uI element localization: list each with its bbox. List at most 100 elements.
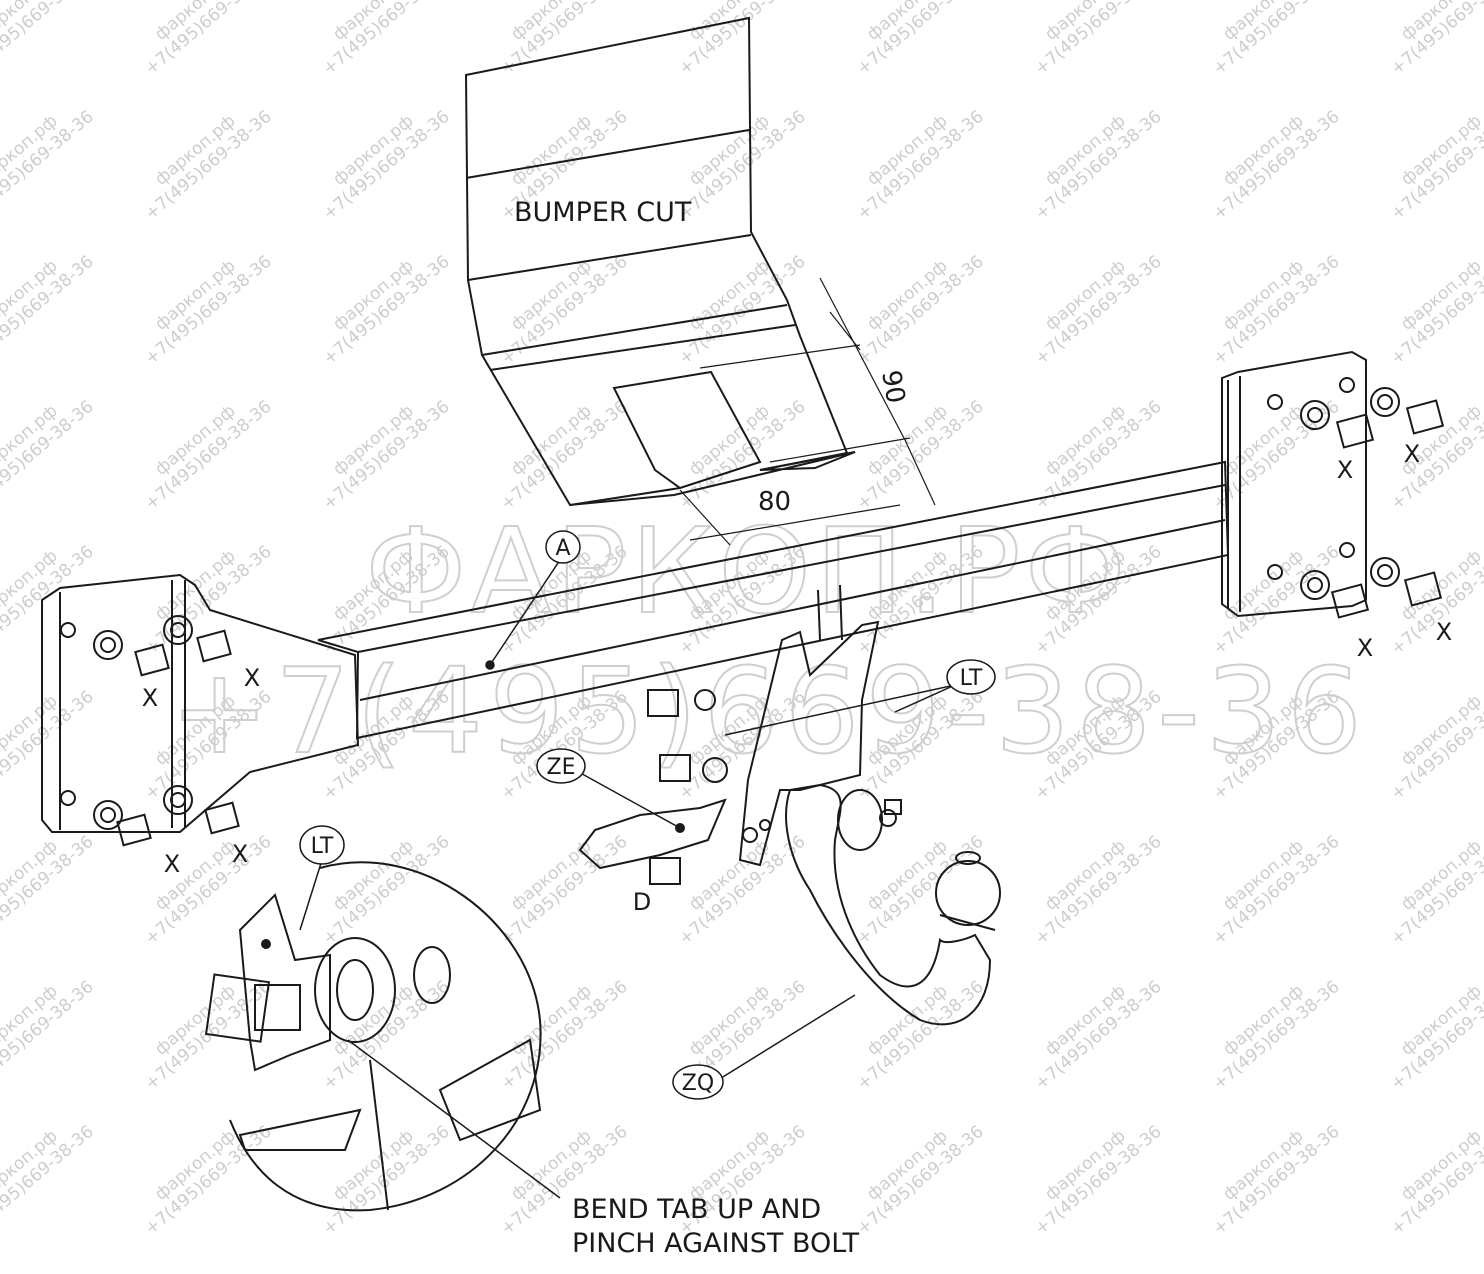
watermark-tile: фаркоп.рф+7(495)669-38-36	[141, 252, 275, 369]
dimension-80: 80	[758, 487, 791, 517]
watermark-tile: фаркоп.рф+7(495)669-38-36	[1031, 107, 1165, 224]
watermark-tile: фаркоп.рф+7(495)669-38-36	[0, 542, 98, 659]
instruction-line-1: BEND TAB UP AND	[572, 1194, 821, 1225]
bolt-label-x: X	[1357, 634, 1373, 662]
watermark-tile: фаркоп.рф+7(495)669-38-36	[1387, 1122, 1484, 1239]
watermark-tile: фаркоп.рф+7(495)669-38-36	[675, 0, 809, 79]
watermark-tile: фаркоп.рф+7(495)669-38-36	[0, 0, 98, 79]
watermark-tile: фаркоп.рф+7(495)669-38-36	[319, 107, 453, 224]
socket-plate	[578, 798, 727, 870]
watermark-tile: фаркоп.рф+7(495)669-38-36	[1209, 542, 1343, 659]
bumper-panel	[464, 16, 856, 507]
watermark-tile: фаркоп.рф+7(495)669-38-36	[141, 0, 275, 79]
bumper-cut-label: BUMPER CUT	[514, 197, 692, 228]
watermark-large-site: ФАРКОП.РФ	[365, 502, 1130, 640]
watermark-tile: фаркоп.рф+7(495)669-38-36	[1387, 542, 1484, 659]
watermark-tile: фаркоп.рф+7(495)669-38-36	[319, 252, 453, 369]
watermark-tile: фаркоп.рф+7(495)669-38-36	[0, 252, 98, 369]
instruction-note: BEND TAB UP AND PINCH AGAINST BOLT	[572, 1194, 860, 1259]
instruction-line-2: PINCH AGAINST BOLT	[572, 1228, 860, 1259]
watermark-tile: фаркоп.рф+7(495)669-38-36	[141, 977, 275, 1094]
bolt-label-x: X	[1337, 456, 1353, 484]
watermark-tile: фаркоп.рф+7(495)669-38-36	[1387, 687, 1484, 804]
callout-zq: ZQ	[682, 1071, 714, 1096]
watermark-tile: фаркоп.рф+7(495)669-38-36	[497, 977, 631, 1094]
bolt-label-x: X	[232, 840, 248, 868]
watermark-tile: фаркоп.рф+7(495)669-38-36	[0, 397, 98, 514]
bolt-label-x: X	[164, 850, 180, 878]
callout-a: A	[555, 536, 570, 561]
bolt-label-x: X	[1436, 618, 1452, 646]
watermark-tile: фаркоп.рф+7(495)669-38-36	[497, 397, 631, 514]
watermark-tile: фаркоп.рф+7(495)669-38-36	[1031, 0, 1165, 79]
watermark-tile: фаркоп.рф+7(495)669-38-36	[1387, 977, 1484, 1094]
bolt-label-x: X	[244, 664, 260, 692]
watermark-tile: фаркоп.рф+7(495)669-38-36	[1387, 0, 1484, 79]
callout-ze: ZE	[547, 755, 576, 780]
callouts	[299, 530, 996, 1100]
watermark-tile: фаркоп.рф+7(495)669-38-36	[853, 252, 987, 369]
callout-lt-top-bubble	[946, 659, 996, 695]
watermark-tile: фаркоп.рф+7(495)669-38-36	[1209, 397, 1343, 514]
watermark-tile: фаркоп.рф+7(495)669-38-36	[319, 1122, 453, 1239]
watermark-tile: фаркоп.рф+7(495)669-38-36	[853, 397, 987, 514]
callout-d: D	[633, 888, 651, 916]
watermark-tile: фаркоп.рф+7(495)669-38-36	[0, 832, 98, 949]
tow-hook	[785, 783, 992, 1026]
watermark-tile: фаркоп.рф+7(495)669-38-36	[1031, 832, 1165, 949]
watermark-tile: фаркоп.рф+7(495)669-38-36	[1209, 977, 1343, 1094]
watermark-tile: фаркоп.рф+7(495)669-38-36	[497, 832, 631, 949]
watermark-tile: фаркоп.рф+7(495)669-38-36	[141, 542, 275, 659]
tow-ball	[935, 860, 1001, 926]
bolt-label-x: X	[1404, 440, 1420, 468]
watermark-tile: фаркоп.рф+7(495)669-38-36	[497, 252, 631, 369]
watermark-tile: фаркоп.рф+7(495)669-38-36	[0, 977, 98, 1094]
bumper-cut-template	[464, 16, 936, 546]
callout-texts: A LT ZE D LT ZQ	[311, 536, 983, 1096]
callout-lt-top: LT	[960, 666, 983, 691]
leader-lines	[299, 559, 956, 1081]
watermark-tile: фаркоп.рф+7(495)669-38-36	[1387, 252, 1484, 369]
watermark-tile: фаркоп.рф+7(495)669-38-36	[0, 687, 98, 804]
callout-lt-detail-bubble	[299, 825, 345, 865]
hitch-bracket	[738, 620, 880, 867]
bolt-label-x: X	[142, 684, 158, 712]
center-bracket-assembly	[578, 620, 1001, 1026]
watermark-tile: фаркоп.рф+7(495)669-38-36	[0, 107, 98, 224]
callout-lt-detail: LT	[311, 834, 334, 859]
watermark-tile: фаркоп.рф+7(495)669-38-36	[1031, 1122, 1165, 1239]
watermark-tile: фаркоп.рф+7(495)669-38-36	[1209, 1122, 1343, 1239]
cross-beam	[317, 460, 1230, 740]
watermark-tile: фаркоп.рф+7(495)669-38-36	[319, 397, 453, 514]
watermark-tile: фаркоп.рф+7(495)669-38-36	[141, 397, 275, 514]
watermark-tile: фаркоп.рф+7(495)669-38-36	[853, 0, 987, 79]
dimension-90: 90	[875, 368, 910, 406]
watermark-large-phone: +7(495)669-38-36	[170, 642, 1368, 780]
watermark-tile: фаркоп.рф+7(495)669-38-36	[853, 1122, 987, 1239]
watermark-tile: фаркоп.рф+7(495)669-38-36	[1031, 397, 1165, 514]
watermark-tile: фаркоп.рф+7(495)669-38-36	[853, 107, 987, 224]
watermark-tile: фаркоп.рф+7(495)669-38-36	[1209, 832, 1343, 949]
bumper-cutout	[612, 370, 762, 490]
detail-view-lt	[204, 861, 561, 1212]
watermark-tile: фаркоп.рф+7(495)669-38-36	[319, 0, 453, 79]
callout-ze-bubble	[536, 748, 586, 784]
watermark-tile: фаркоп.рф+7(495)669-38-36	[853, 977, 987, 1094]
watermark-tile: фаркоп.рф+7(495)669-38-36	[1031, 252, 1165, 369]
watermark-large: ФАРКОП.РФ +7(495)669-38-36	[169, 501, 1368, 781]
watermark-tile: фаркоп.рф+7(495)669-38-36	[1387, 107, 1484, 224]
watermark-tile: фаркоп.рф+7(495)669-38-36	[141, 107, 275, 224]
right-mounting-plate	[1221, 350, 1445, 619]
left-mounting-plate	[41, 573, 360, 847]
callout-a-bubble	[545, 530, 581, 564]
watermark-tile: фаркоп.рф+7(495)669-38-36	[1387, 832, 1484, 949]
watermark-tile: фаркоп.рф+7(495)669-38-36	[853, 832, 987, 949]
watermark-tile: фаркоп.рф+7(495)669-38-36	[1031, 977, 1165, 1094]
watermark-tile: фаркоп.рф+7(495)669-38-36	[141, 1122, 275, 1239]
watermark-tile: фаркоп.рф+7(495)669-38-36	[1209, 107, 1343, 224]
callout-zq-bubble	[672, 1064, 724, 1100]
watermark-tile: фаркоп.рф+7(495)669-38-36	[1387, 397, 1484, 514]
watermark-tile: фаркоп.рф+7(495)669-38-36	[1209, 252, 1343, 369]
bolt-labels: X X X X X X X X	[142, 440, 1452, 878]
